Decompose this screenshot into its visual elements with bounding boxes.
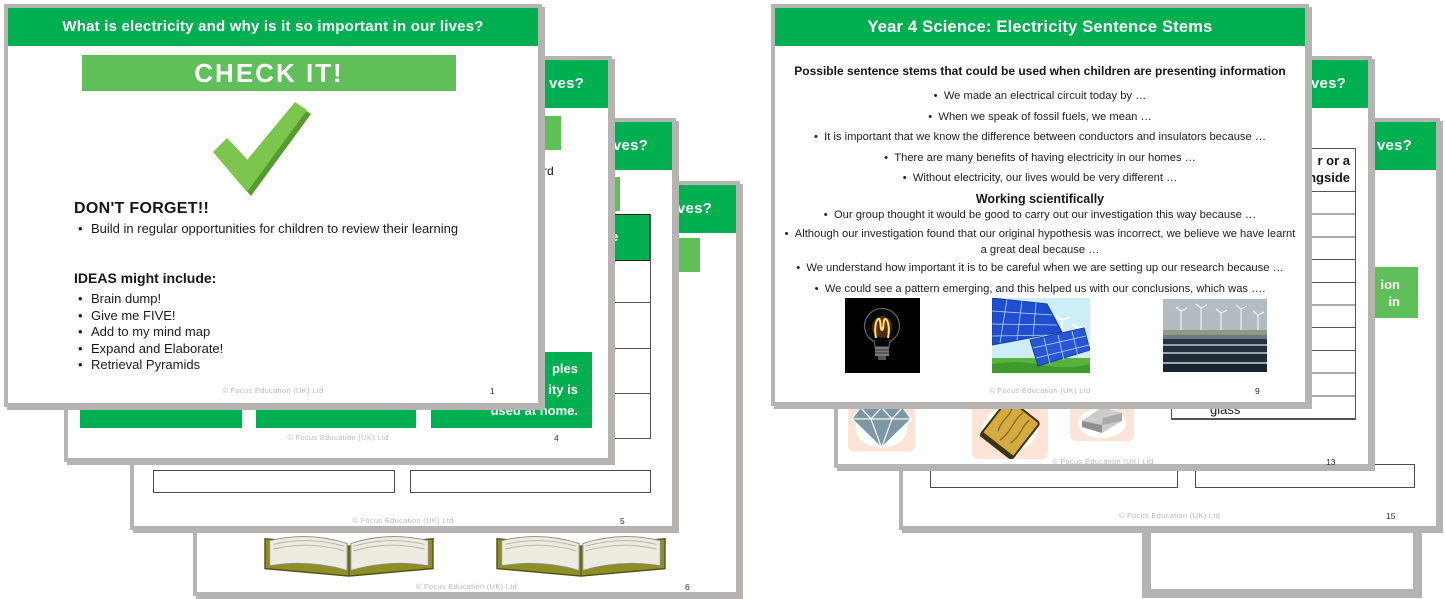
ideas-heading: IDEAS might include: xyxy=(74,270,217,286)
sentence-stem: Without electricity, our lives would be … xyxy=(783,171,1297,187)
slide-9-page-number: 9 xyxy=(1255,386,1260,396)
slide-5-footer: © Focus Education (UK) Ltd xyxy=(352,516,454,525)
sentence-stem: We made an electrical circuit today by … xyxy=(783,89,1297,105)
slide-1-title: What is electricity and why is it so imp… xyxy=(62,18,484,35)
slide-4-title-fragment: ves? xyxy=(549,75,584,92)
intro-line: Possible sentence stems that could be us… xyxy=(794,64,1286,78)
slide-4-word-fragment: rd xyxy=(543,164,554,178)
slide-6-footer: © Focus Education (UK) Ltd xyxy=(415,582,518,591)
diamond-clipart-icon xyxy=(848,405,915,452)
dont-forget-bullet: Build in regular opportunities for child… xyxy=(74,221,483,238)
grey-block-clipart-icon xyxy=(1070,403,1134,441)
slide-15-title-fragment: ves? xyxy=(1377,137,1412,154)
slide-1[interactable]: What is electricity and why is it so imp… xyxy=(4,4,542,407)
idea-item: Brain dump! xyxy=(74,291,161,308)
green-box-fragment: in xyxy=(1388,294,1400,309)
answer-box xyxy=(1195,464,1415,488)
slide-4-page-number: 4 xyxy=(554,433,559,443)
answer-box xyxy=(410,470,651,493)
sentence-stem: Our group thought it would be good to ca… xyxy=(783,208,1297,224)
working-scientifically-heading: Working scientifically xyxy=(975,192,1105,206)
slide-1-title-bar: What is electricity and why is it so imp… xyxy=(8,8,538,46)
table-header-fragments: r or a ngside xyxy=(1308,153,1350,185)
slide-5-header-fragment: e xyxy=(611,229,619,244)
check-it-banner: CHECK IT! xyxy=(82,55,456,91)
check-it-label: CHECK IT! xyxy=(194,58,344,88)
slide-9-title-bar: Year 4 Science: Electricity Sentence Ste… xyxy=(775,8,1305,46)
slide-13-page-number: 13 xyxy=(1326,457,1336,467)
slide-9-title: Year 4 Science: Electricity Sentence Ste… xyxy=(867,18,1213,36)
slide-6-title-fragment: ves? xyxy=(677,200,712,217)
check-mark-icon xyxy=(205,100,315,200)
open-book-clipart-icon xyxy=(492,535,670,577)
green-box-fragment: ion xyxy=(1380,277,1401,292)
answer-box xyxy=(153,470,395,493)
idea-item: Retrieval Pyramids xyxy=(74,357,200,374)
task-text-fragment: ity is xyxy=(548,382,578,397)
dont-forget-heading: DON'T FORGET!! xyxy=(74,200,210,217)
slide-6-page-number: 6 xyxy=(685,582,690,592)
idea-item: Give me FIVE! xyxy=(74,308,176,325)
slide-edge-fragment[interactable] xyxy=(1142,524,1422,598)
sentence-stem: There are many benefits of having electr… xyxy=(783,151,1297,167)
slide-5-page-number: 5 xyxy=(620,516,625,526)
slide-13-title-fragment: ves? xyxy=(1311,75,1346,92)
sentence-stem: We understand how important it is to be … xyxy=(783,261,1297,277)
slide-5-title-fragment: ves? xyxy=(613,137,648,154)
table-right-border xyxy=(650,214,651,439)
solar-wind-farm-photo xyxy=(1163,299,1267,372)
sentence-stem: When we speak of fossil fuels, we mean … xyxy=(783,110,1297,126)
slide-1-page-number: 1 xyxy=(490,386,495,396)
slide-15-footer: © Focus Education (UK) Ltd xyxy=(1118,511,1221,520)
slide-9[interactable]: Year 4 Science: Electricity Sentence Ste… xyxy=(771,4,1309,406)
sentence-stem: Although our investigation found that ou… xyxy=(783,227,1297,258)
light-bulb-photo xyxy=(845,298,920,373)
slide-15-page-number: 15 xyxy=(1386,511,1396,521)
sentence-stem: It is important that we know the differe… xyxy=(783,130,1297,146)
task-text-fragment: ples xyxy=(551,361,578,376)
slide-9-footer: © Focus Education (UK) Ltd xyxy=(989,386,1091,395)
sentence-stem: We could see a pattern emerging, and thi… xyxy=(783,282,1297,298)
slide-4-footer: © Focus Education (UK) Ltd xyxy=(287,433,389,442)
idea-item: Expand and Elaborate! xyxy=(74,341,223,358)
idea-item: Add to my mind map xyxy=(74,324,210,341)
slide-13-footer: © Focus Education (UK) Ltd xyxy=(1052,457,1154,466)
solar-panels-photo xyxy=(991,297,1091,373)
open-book-clipart-icon xyxy=(258,535,440,577)
slide-1-footer: © Focus Education (UK) Ltd xyxy=(222,386,324,395)
wooden-plank-clipart-icon xyxy=(972,398,1048,461)
answer-box xyxy=(930,464,1178,488)
